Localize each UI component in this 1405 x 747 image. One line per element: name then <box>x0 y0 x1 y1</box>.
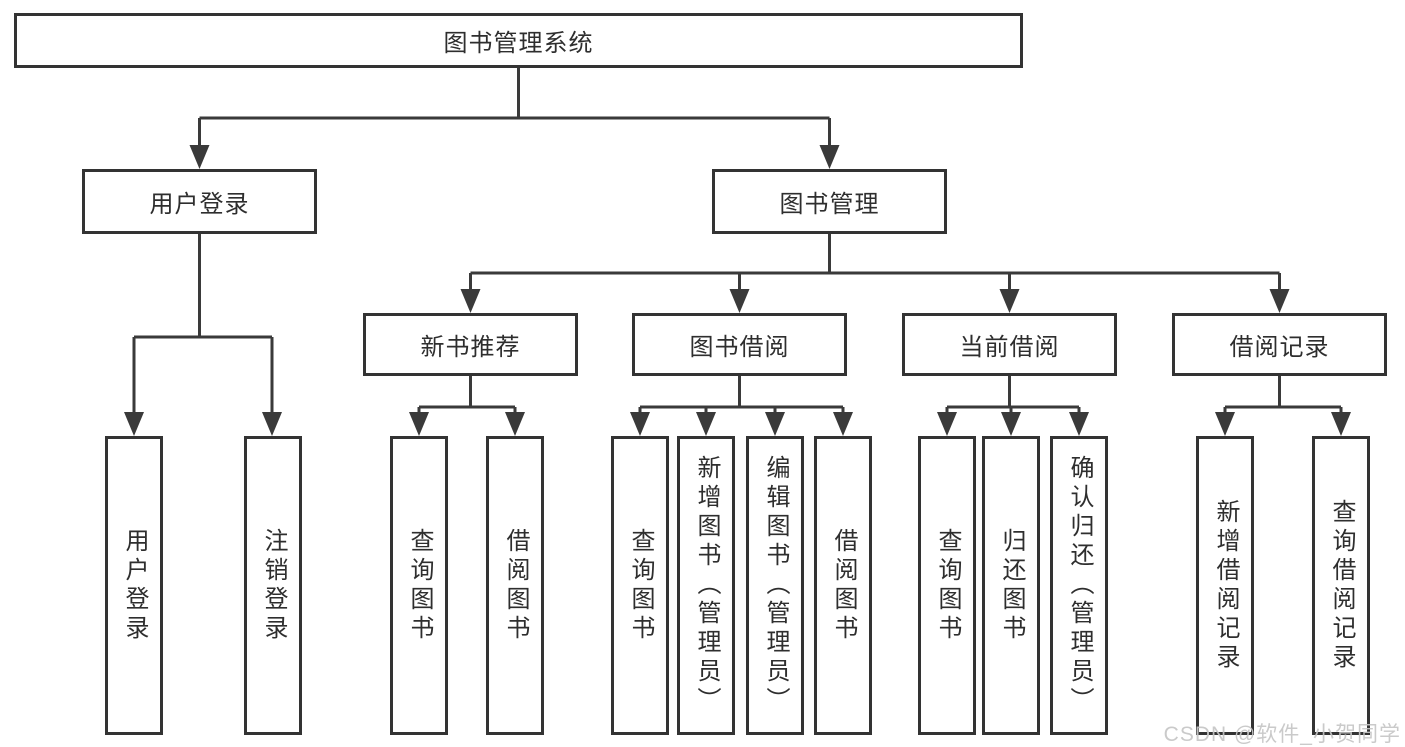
leaf-label: 用户登录 <box>121 527 148 644</box>
leaf-label: 查询图书 <box>934 527 961 644</box>
leaf-label: 查询图书 <box>406 527 433 644</box>
leaf-edit-book-admin: 编辑图书（管理员） <box>746 436 804 735</box>
leaf-label: 借阅图书 <box>830 527 857 644</box>
leaf-label: 查询借阅记录 <box>1328 498 1355 673</box>
node-borrow-records: 借阅记录 <box>1172 313 1387 376</box>
leaf-label: 确认归还（管理员） <box>1066 455 1093 716</box>
node-book-management: 图书管理 <box>712 169 947 234</box>
leaf-label: 借阅图书 <box>502 527 529 644</box>
leaf-borrow-book-2: 借阅图书 <box>814 436 872 735</box>
node-root: 图书管理系统 <box>14 13 1023 68</box>
leaf-label: 注销登录 <box>260 527 287 644</box>
csdn-watermark: CSDN @软件_小贺同学 <box>1163 723 1401 746</box>
leaf-label: 新增借阅记录 <box>1212 498 1239 673</box>
leaf-add-borrow-record: 新增借阅记录 <box>1196 436 1254 735</box>
leaf-label: 查询图书 <box>627 527 654 644</box>
leaf-borrow-book-1: 借阅图书 <box>486 436 544 735</box>
leaf-query-book-1: 查询图书 <box>390 436 448 735</box>
leaf-query-book-2: 查询图书 <box>611 436 669 735</box>
leaf-query-borrow-record: 查询借阅记录 <box>1312 436 1370 735</box>
node-current-borrow: 当前借阅 <box>902 313 1117 376</box>
arrowhead-icons <box>124 145 1351 436</box>
node-new-book-recommend: 新书推荐 <box>363 313 578 376</box>
leaf-confirm-return-admin: 确认归还（管理员） <box>1050 436 1108 735</box>
leaf-add-book-admin: 新增图书（管理员） <box>677 436 735 735</box>
leaf-logout: 注销登录 <box>244 436 302 735</box>
leaf-query-book-3: 查询图书 <box>918 436 976 735</box>
leaf-label: 新增图书（管理员） <box>693 455 720 716</box>
leaf-user-login: 用户登录 <box>105 436 163 735</box>
node-book-borrow: 图书借阅 <box>632 313 847 376</box>
leaf-label: 编辑图书（管理员） <box>762 455 789 716</box>
leaf-label: 归还图书 <box>998 527 1025 644</box>
leaf-return-book: 归还图书 <box>982 436 1040 735</box>
node-user-login: 用户登录 <box>82 169 317 234</box>
